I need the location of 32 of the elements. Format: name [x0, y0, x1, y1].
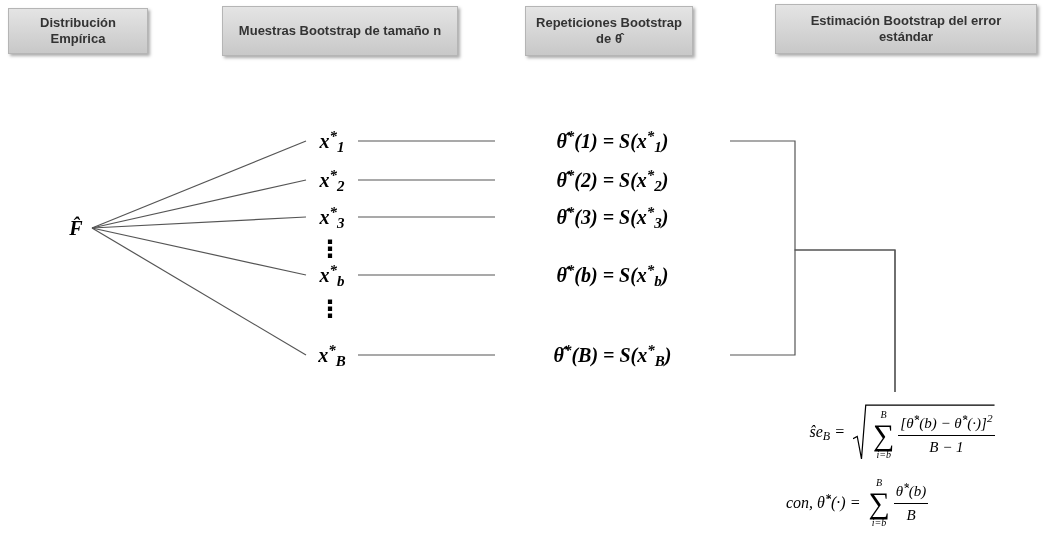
- connector-line: [357, 140, 496, 142]
- connector-line: [357, 179, 496, 181]
- connector-line: [729, 249, 896, 393]
- column-header: Distribución Empírica: [39, 14, 117, 48]
- vertical-ellipsis: ⋮: [318, 294, 342, 324]
- upper-limit: B: [876, 478, 883, 488]
- column-header: Repeticiones Bootstrap de θ̂: [535, 14, 683, 48]
- vertical-ellipsis: ⋮: [318, 234, 342, 264]
- mean-formula: con, θ̂$^{*}$(·) =: [786, 491, 861, 514]
- denominator: B − 1: [929, 437, 964, 457]
- numerator: θ̂$^{*}$(b): [893, 480, 929, 504]
- connector-line: [357, 274, 496, 276]
- header-box: [222, 6, 458, 56]
- connector-line: [91, 216, 307, 229]
- numerator: [θ̂$^{*}$(b) − θ̂$^{*}$(·)]$^{2}$: [898, 412, 995, 436]
- header-box: [775, 4, 1037, 54]
- upper-limit: B: [880, 410, 887, 420]
- column-header: Estimación Bootstrap del error estándar: [809, 12, 1003, 46]
- connector-line: [357, 216, 496, 218]
- connector-line: [91, 140, 307, 229]
- header-box: [8, 8, 148, 54]
- sum-sign: ∑: [868, 488, 890, 518]
- bootstrap-replication-formula: θ̂$^{*}$(B) = S(x$^{*}$$_{B}$): [553, 340, 672, 370]
- standard-error-formula: ŝe$_{B}$ =: [809, 422, 845, 444]
- column-header: Muestras Bootstrap de tamaño n: [238, 22, 442, 40]
- header-box: [525, 6, 693, 56]
- empirical-distribution-symbol: F̂: [69, 215, 83, 241]
- connector-line: [91, 227, 307, 356]
- connector-line: [91, 227, 307, 276]
- connector-line: [357, 354, 496, 356]
- denominator: B: [906, 505, 916, 525]
- sum-sign: ∑: [872, 420, 895, 450]
